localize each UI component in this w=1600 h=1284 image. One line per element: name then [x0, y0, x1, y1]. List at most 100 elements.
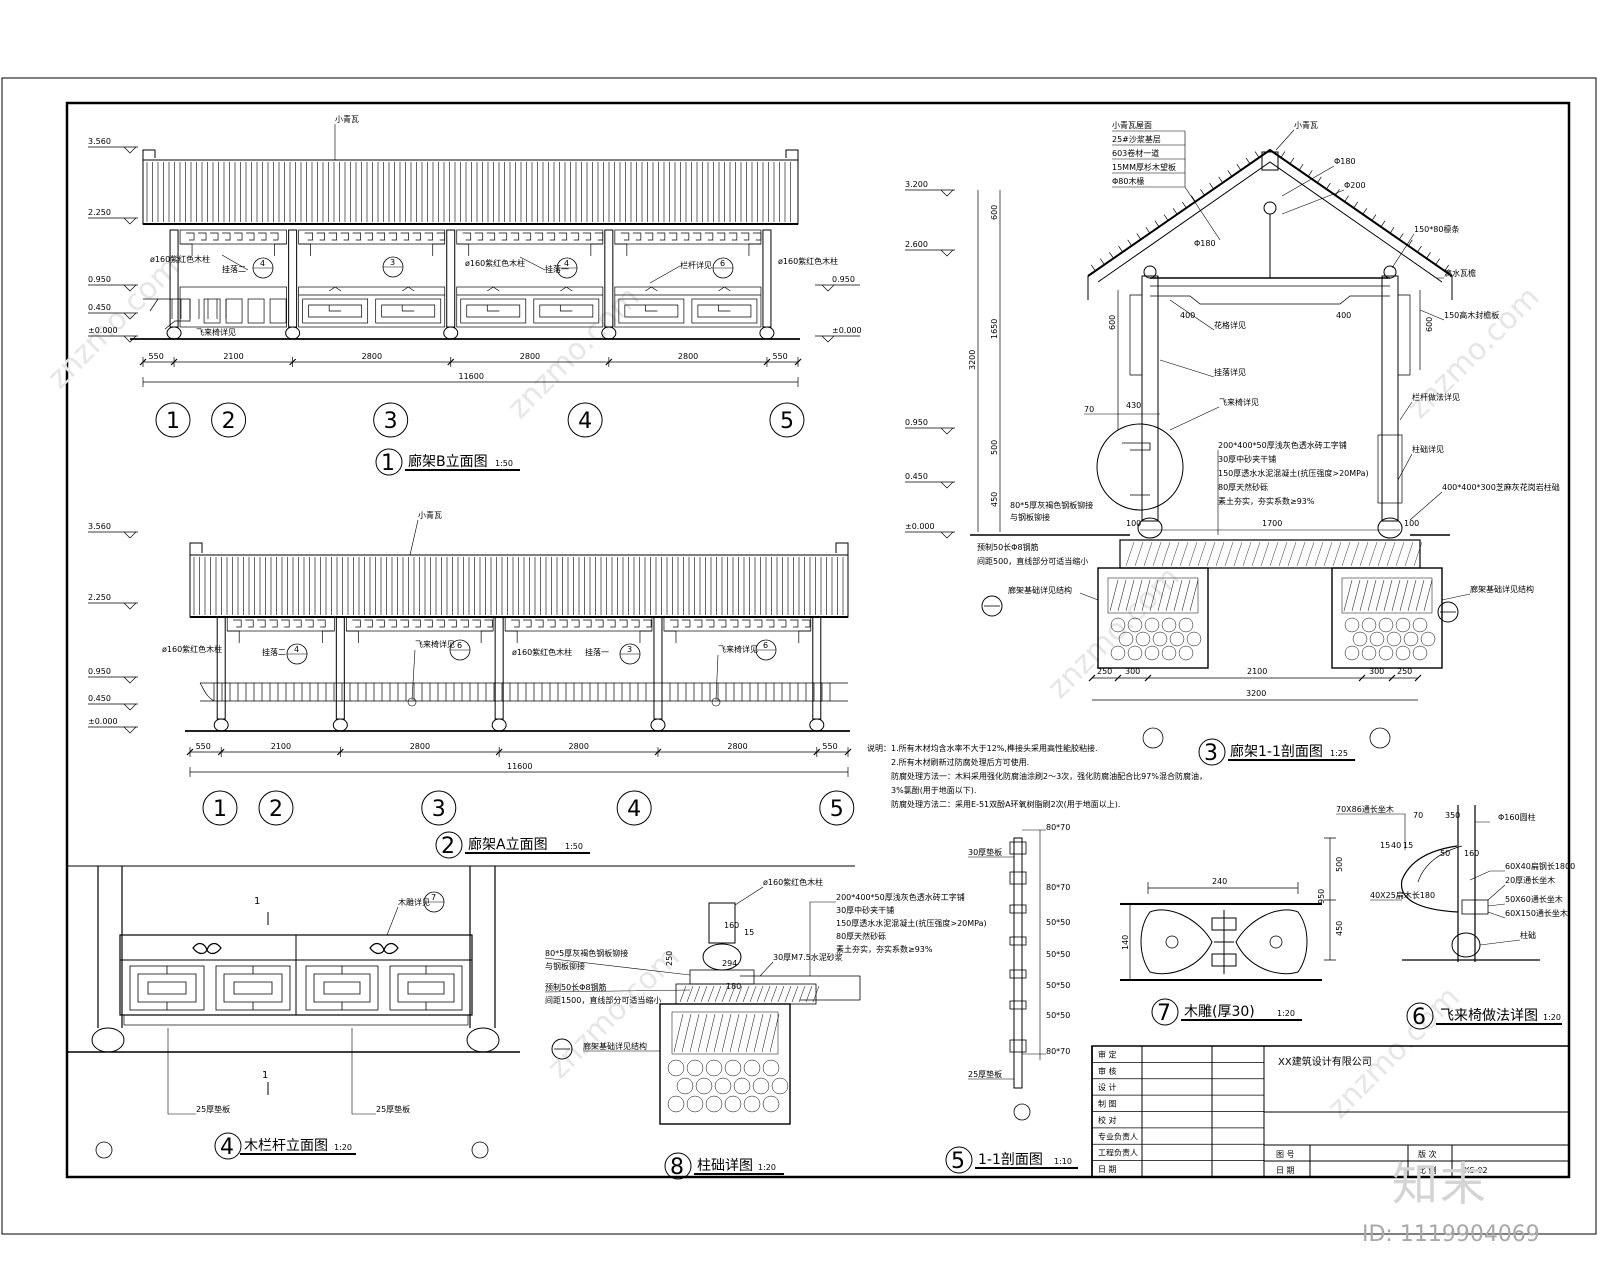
title-bubble	[664, 1152, 692, 1180]
section-notes: 小青瓦 Φ180 Φ200 150*80檩条 滴水瓦檐 150高木封檐板 Φ18…	[1194, 120, 1499, 454]
hatch-line	[777, 985, 785, 1003]
level-mark	[905, 427, 955, 435]
dim-value: 70	[1084, 405, 1094, 414]
callout-number: 3	[390, 258, 395, 267]
carving-mark	[718, 286, 731, 292]
decor-circle	[1013, 1103, 1031, 1121]
lattice-frame	[663, 616, 812, 632]
tile-mark	[1163, 214, 1377, 221]
drawing-scale: 1:20	[1543, 1013, 1561, 1022]
hatch-line	[770, 985, 778, 1003]
label: 柱础	[1520, 930, 1536, 940]
column	[708, 902, 736, 944]
stone	[1127, 617, 1143, 633]
column-left	[1141, 275, 1159, 522]
roof-tiles	[1090, 151, 1450, 272]
hatch-line	[745, 1013, 756, 1053]
hatch-line	[721, 1013, 732, 1053]
fret-panel	[225, 298, 243, 324]
wood-carving: 240 140 7 木雕(厚30) 1:20	[1120, 877, 1322, 1026]
lattice-fret	[511, 619, 520, 628]
hatch-line	[784, 985, 792, 1003]
dim-value: 250	[1397, 667, 1412, 676]
member-labels: 80*70 30厚垫板 80*70 50*50 50*50 50*50 50*5…	[968, 823, 1070, 1079]
lattice-fret	[693, 619, 703, 628]
lattice-fret	[340, 232, 349, 241]
fret-line	[313, 966, 371, 1010]
tb-role: 校 对	[1098, 1115, 1117, 1125]
stone	[743, 1095, 761, 1113]
note: Φ180	[1334, 157, 1356, 166]
callouts: 7	[423, 891, 445, 913]
footing-block	[1107, 577, 1199, 614]
lattice-fret	[522, 232, 532, 241]
hatch-line	[1117, 579, 1127, 612]
lattice-fret	[246, 232, 255, 241]
lattice-fret	[412, 232, 421, 241]
tile-mark	[1209, 182, 1331, 190]
title-bubble	[375, 448, 403, 476]
left-note: 间距500，直线部分可适当缩小	[977, 556, 1088, 566]
lattice-bracket	[663, 630, 811, 643]
level-label: 3.560	[88, 137, 111, 146]
lattice-fret	[680, 232, 690, 241]
column	[335, 616, 345, 720]
axis-bubble	[202, 790, 238, 826]
stone	[1395, 617, 1411, 633]
roof-tiles	[146, 162, 791, 222]
column	[762, 229, 772, 328]
level-mark	[88, 676, 138, 684]
inner-frame	[65, 101, 1571, 1179]
axis-bubble	[567, 402, 603, 438]
stone	[1178, 645, 1194, 661]
tile-mark	[1200, 189, 1340, 196]
dim-value: 300	[1125, 667, 1140, 676]
floor-layer: 80厚天然砂砾	[1218, 482, 1268, 492]
hatch-line	[705, 1013, 716, 1053]
lattice-frame	[614, 229, 762, 245]
carving-mark	[645, 286, 658, 292]
drawing-scale: 1:50	[495, 459, 513, 468]
stone	[1186, 631, 1202, 647]
hatch-line	[1189, 579, 1199, 612]
bench-end	[143, 298, 191, 330]
lattice-fret	[376, 232, 385, 241]
lattice-fret	[352, 619, 361, 628]
fret-panel	[618, 298, 685, 324]
lattice-fret	[631, 619, 640, 628]
label: 15	[1380, 841, 1390, 850]
plinth	[285, 326, 301, 340]
hatch-line	[763, 985, 771, 1003]
ridge	[1261, 151, 1279, 171]
lattice-fret	[270, 232, 279, 241]
footing-hatch	[1107, 577, 1436, 661]
dim-slash	[1414, 674, 1422, 682]
railing-frame	[179, 286, 287, 328]
lattice-frame	[298, 229, 446, 245]
drawing-scale: 1:10	[1054, 1157, 1072, 1166]
layer-note: 603卷材一道	[1112, 148, 1159, 158]
dim-total: 11600	[459, 372, 484, 381]
column	[494, 616, 504, 720]
hatch-line	[1367, 579, 1377, 612]
axis-label: 5	[780, 409, 794, 434]
lattice-fret	[547, 619, 556, 628]
ref-bubble	[551, 1038, 573, 1060]
lattice-fret	[484, 619, 493, 628]
column	[653, 616, 663, 720]
member	[1009, 871, 1027, 885]
hatch-line	[686, 985, 694, 1003]
hatch-line	[1134, 541, 1144, 567]
lattice-fret	[352, 232, 361, 241]
lattice-frame	[179, 229, 287, 245]
drawing-title: 木雕(厚30)	[1184, 1004, 1255, 1020]
tile-mark	[1136, 233, 1404, 240]
dim-slash	[170, 358, 178, 366]
level-mark	[815, 335, 860, 343]
label: 160	[1464, 849, 1479, 858]
hatch-line	[1377, 541, 1387, 567]
